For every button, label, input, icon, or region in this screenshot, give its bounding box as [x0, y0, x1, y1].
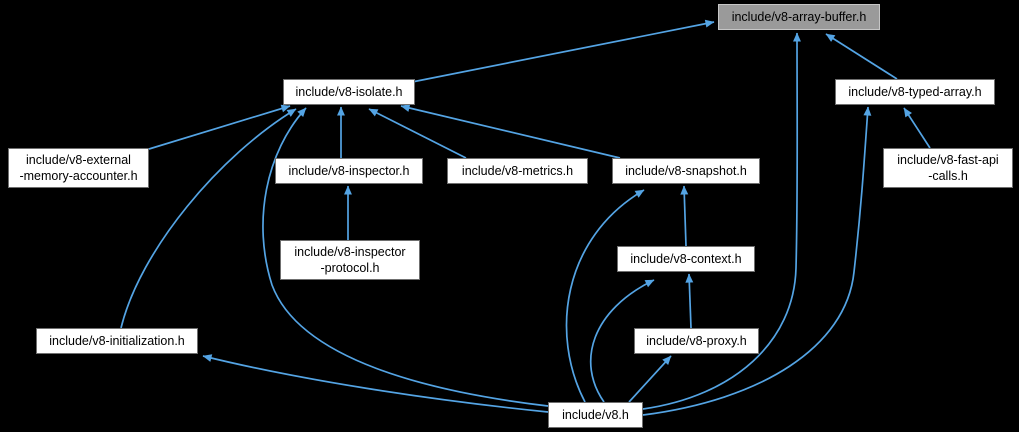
node-initialization[interactable]: include/v8-initialization.h [36, 328, 198, 354]
edge-v8-to-typed-array [642, 106, 872, 416]
node-context[interactable]: include/v8-context.h [617, 246, 755, 272]
node-proxy[interactable]: include/v8-proxy.h [634, 328, 759, 354]
edge-v8-to-array-buffer [642, 32, 801, 410]
node-isolate[interactable]: include/v8-isolate.h [283, 79, 415, 105]
edges [120, 19, 931, 416]
node-array-buffer[interactable]: include/v8-array-buffer.h [718, 4, 880, 30]
edge-snapshot-to-isolate [400, 104, 621, 159]
edge-external-memory-accounter-to-isolate [148, 104, 291, 150]
node-snapshot[interactable]: include/v8-snapshot.h [612, 158, 760, 184]
edge-v8-to-initialization [202, 354, 549, 413]
node-fast-api-calls[interactable]: include/v8-fast-api -calls.h [883, 148, 1013, 188]
node-inspector[interactable]: include/v8-inspector.h [275, 158, 423, 184]
edge-metrics-to-isolate [368, 108, 467, 159]
edge-v8-to-context [589, 279, 655, 403]
node-v8[interactable]: include/v8.h [548, 402, 643, 428]
edge-v8-to-snapshot [565, 189, 645, 403]
edge-v8-to-proxy [628, 355, 672, 403]
edge-v8-to-isolate [262, 107, 549, 407]
edge-initialization-to-isolate [120, 108, 297, 329]
edge-proxy-to-context [685, 273, 694, 329]
node-metrics[interactable]: include/v8-metrics.h [447, 158, 588, 184]
node-typed-array[interactable]: include/v8-typed-array.h [835, 79, 995, 105]
node-external-memory-accounter[interactable]: include/v8-external -memory-accounter.h [8, 148, 149, 188]
edge-isolate-to-array-buffer [411, 19, 715, 83]
edge-typed-array-to-array-buffer [825, 33, 898, 80]
edge-fast-api-calls-to-typed-array [903, 107, 931, 149]
edge-context-to-snapshot [680, 185, 689, 247]
node-inspector-protocol[interactable]: include/v8-inspector -protocol.h [280, 240, 420, 280]
